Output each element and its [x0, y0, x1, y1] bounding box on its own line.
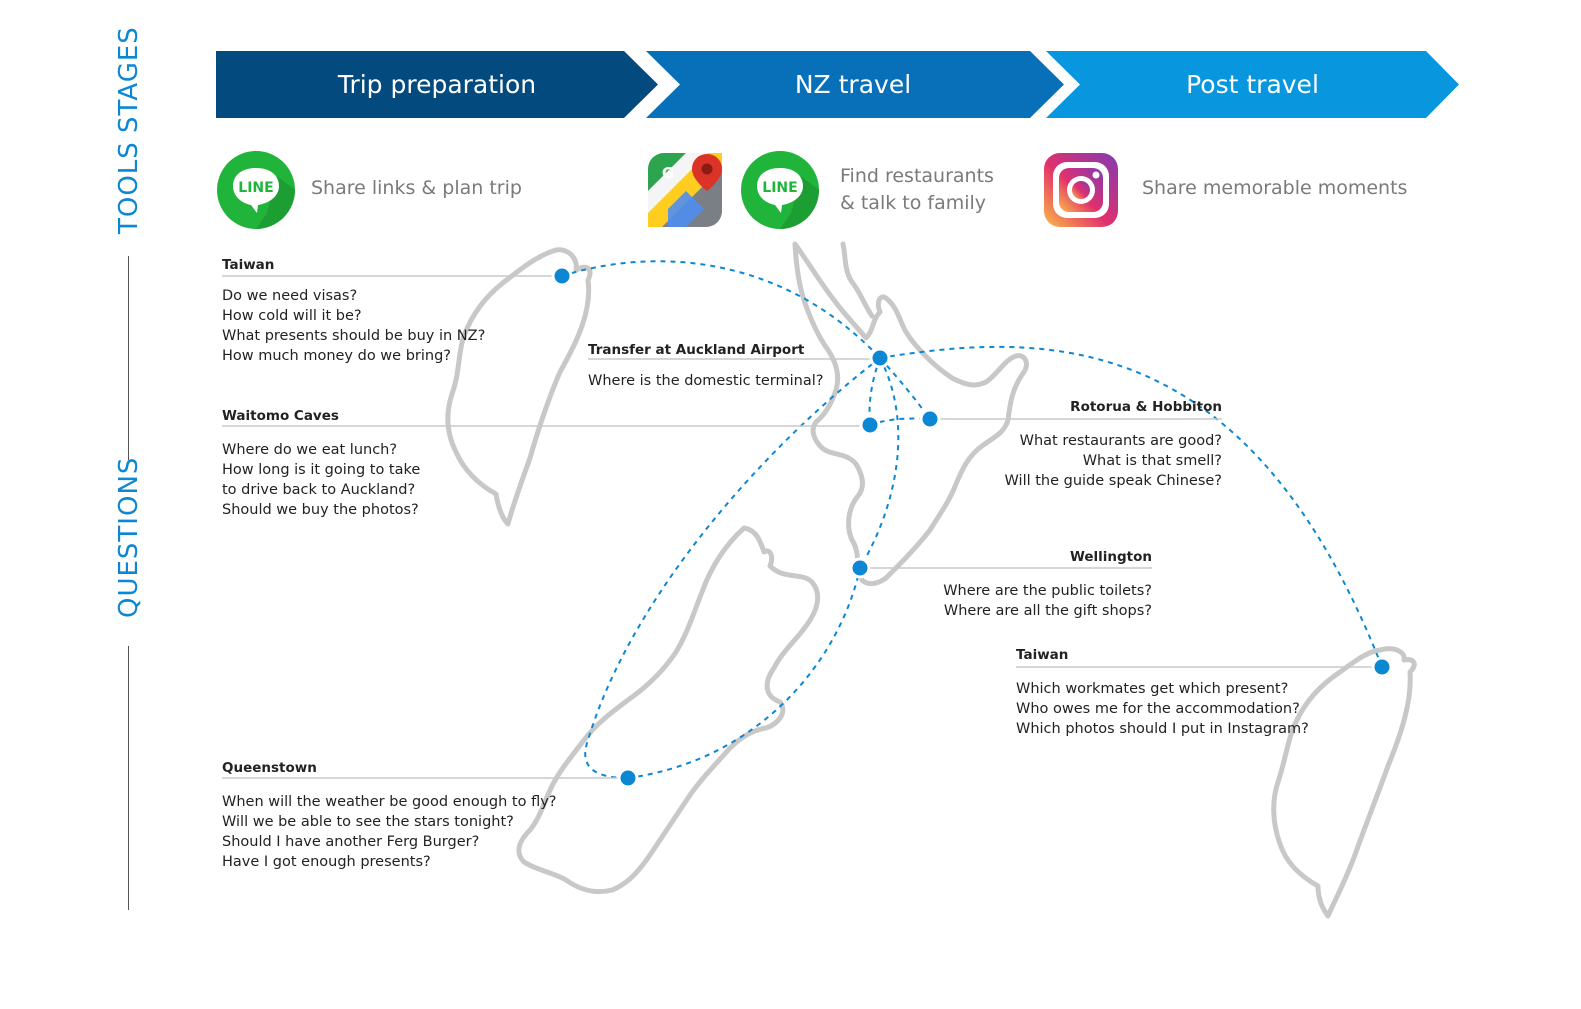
question-item: Have I got enough presents?: [222, 854, 431, 870]
route-auckland-to-wellington: [859, 357, 900, 569]
route-taiwan-to-auckland: [561, 260, 881, 359]
stage-label: Trip preparation: [337, 70, 537, 99]
stage-arrow-shape: [216, 51, 658, 118]
question-item: Where are all the gift shops?: [943, 603, 1152, 619]
location-title: Queenstown: [222, 760, 317, 776]
question-list: What restaurants are good? What is that …: [1005, 431, 1222, 491]
taiwan-outline-start: [445, 247, 593, 527]
location-dot-waitomo: [859, 414, 881, 436]
stage-label: NZ travel: [794, 70, 912, 99]
location-title: Rotorua & Hobbiton: [1070, 399, 1222, 415]
question-item: How much money do we bring?: [222, 348, 451, 364]
question-item: Will the guide speak Chinese?: [1004, 473, 1222, 489]
question-list: Where are the public toilets? Where are …: [943, 581, 1152, 621]
line-icon: LINE: [217, 151, 295, 229]
question-list: Do we need visas? How cold will it be? W…: [222, 286, 485, 366]
line-icon: LINE: [741, 151, 819, 229]
location-dot-queenstown: [617, 767, 639, 789]
question-item: Will we be able to see the stars tonight…: [222, 814, 514, 830]
location-title: Transfer at Auckland Airport: [588, 342, 805, 358]
question-item: How long is it going to take: [222, 462, 421, 478]
question-item: Where is the domestic terminal?: [588, 373, 824, 389]
questions-taiwan-start: Taiwan Do we need visas? How cold will i…: [222, 257, 485, 366]
route-waitomo-to-rotorua: [869, 417, 931, 426]
question-list: When will the weather be good enough to …: [222, 792, 556, 872]
route-auckland-to-rotorua: [879, 357, 931, 420]
question-item: What restaurants are good?: [1019, 433, 1222, 449]
tool-text-post: Share memorable moments: [1142, 177, 1408, 199]
tool-text-travel-line1: Find restaurants: [840, 165, 994, 187]
stage-nz-travel: NZ travel: [646, 51, 1064, 118]
location-title: Waitomo Caves: [222, 408, 339, 424]
location-title: Wellington: [1069, 549, 1152, 565]
questions-rotorua: Rotorua & Hobbiton What restaurants are …: [1005, 399, 1222, 491]
questions-queenstown: Queenstown When will the weather be good…: [222, 760, 556, 872]
location-dot-taiwan-end: [1371, 656, 1393, 678]
question-item: When will the weather be good enough to …: [222, 794, 557, 810]
instagram-icon: [1044, 153, 1118, 227]
google-maps-icon: G: [648, 153, 722, 227]
question-item: What is that smell?: [1082, 453, 1222, 469]
tool-text-travel: Find restaurants & talk to family: [840, 163, 994, 217]
tool-text-travel-line2: & talk to family: [840, 192, 987, 214]
route-queenstown-to-wellington: [627, 567, 861, 779]
question-item: to drive back to Auckland?: [222, 482, 416, 498]
question-list: Where is the domestic terminal?: [588, 371, 823, 391]
northland-outline: [840, 241, 875, 319]
stage-label: Post travel: [1186, 70, 1319, 99]
question-item: How cold will it be?: [222, 308, 362, 324]
svg-text:G: G: [662, 164, 674, 182]
question-list: Where do we eat lunch? How long is it go…: [222, 440, 420, 520]
stage-trip-preparation: Trip preparation: [216, 51, 658, 118]
questions-waitomo: Waitomo Caves Where do we eat lunch? How…: [222, 408, 420, 520]
side-divider: [128, 646, 129, 910]
line-logo-text: LINE: [762, 180, 797, 196]
location-dot-rotorua: [919, 408, 941, 430]
questions-wellington: Wellington Where are the public toilets?…: [943, 549, 1152, 621]
questions-taiwan-end: Taiwan Which workmates get which present…: [1016, 647, 1309, 739]
location-dot-wellington: [849, 557, 871, 579]
question-item: Should I have another Ferg Burger?: [222, 834, 480, 850]
tool-text-prep: Share links & plan trip: [311, 177, 522, 199]
stage-arrow-shape: [1046, 51, 1459, 118]
location-dot-taiwan-start: [551, 265, 573, 287]
question-item: Should we buy the photos?: [222, 502, 419, 518]
stage-arrow-shape: [646, 51, 1064, 118]
location-title: Taiwan: [1016, 647, 1069, 663]
question-list: Which workmates get which present? Who o…: [1016, 679, 1309, 739]
question-item: Where are the public toilets?: [943, 583, 1152, 599]
question-item: Do we need visas?: [222, 288, 358, 304]
side-divider: [128, 256, 129, 460]
line-logo-text: LINE: [238, 180, 273, 196]
question-item: Which photos should I put in Instagram?: [1016, 721, 1309, 737]
route-auckland-to-queenstown: [584, 357, 881, 779]
stage-post-travel: Post travel: [1046, 51, 1459, 118]
question-item: Where do we eat lunch?: [222, 442, 398, 458]
north-island-outline: [792, 241, 1029, 587]
question-item: Which workmates get which present?: [1016, 681, 1289, 697]
question-item: Who owes me for the accommodation?: [1016, 701, 1300, 717]
question-item: What presents should be buy in NZ?: [222, 328, 486, 344]
questions-auckland: Transfer at Auckland Airport Where is th…: [588, 342, 823, 391]
south-island-outline: [516, 525, 821, 895]
taiwan-outline-end: [1271, 646, 1417, 919]
location-title: Taiwan: [222, 257, 275, 273]
location-dot-auckland: [869, 347, 891, 369]
